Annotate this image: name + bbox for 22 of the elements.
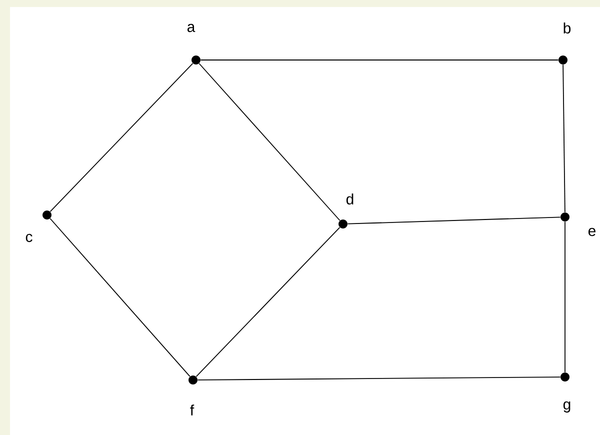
- vertex-dot: [338, 220, 348, 228]
- vertex-label: f: [190, 404, 194, 416]
- vertex-dot: [560, 372, 570, 382]
- edge-line: [347, 216, 561, 224]
- vertex-dot: [42, 210, 52, 220]
- vertex-label: e: [588, 228, 596, 236]
- edge-line: [564, 221, 566, 373]
- edge-line: [50, 62, 194, 212]
- vertex-dot: [188, 376, 198, 384]
- vertex-label: d: [346, 193, 354, 204]
- edge-line: [196, 226, 340, 378]
- edge-line: [198, 63, 340, 221]
- vertex-label: b: [564, 22, 571, 34]
- vertex-label: g: [563, 401, 570, 413]
- vertex-dot: [560, 212, 570, 222]
- vertex-label: c: [26, 234, 32, 242]
- edge-line: [50, 218, 190, 377]
- vertex-label: a: [187, 24, 196, 32]
- vertex-dot: [558, 56, 568, 64]
- edge-line: [562, 64, 566, 213]
- edge-line: [197, 376, 561, 380]
- vertex-dot: [192, 56, 200, 64]
